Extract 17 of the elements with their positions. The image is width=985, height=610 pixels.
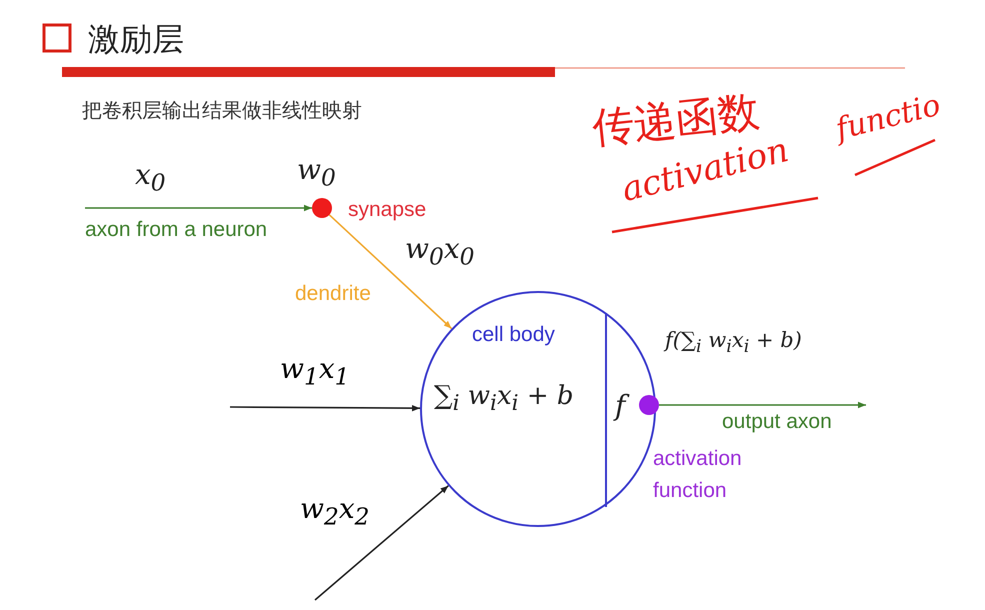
weighted-input-label: w$_{0}$x$_{0}$: [405, 232, 474, 271]
activation-dot: [639, 395, 659, 415]
node-label: cell body: [472, 323, 555, 347]
handwritten-note: functio: [832, 88, 944, 148]
subtitle: 把卷积层输出结果做非线性映射: [82, 97, 362, 124]
node-caption: synapse: [348, 198, 426, 222]
arrow: [230, 404, 420, 412]
arrow: [328, 214, 452, 330]
arrow: [314, 485, 449, 601]
input-label: x$_{0}$: [135, 158, 166, 197]
arrow: [85, 204, 312, 212]
caption: activation function: [653, 446, 743, 504]
weight-label: w$_{0}$: [297, 153, 336, 192]
output-formula: f(∑$_{i}$ w$_{i}$x$_{i}$ + b): [665, 328, 802, 358]
slide-title: 激励层: [88, 20, 184, 59]
formula: ∑$_{i}$ w$_{i}$x$_{i}$ + b: [434, 381, 574, 416]
arrow: [659, 402, 866, 408]
